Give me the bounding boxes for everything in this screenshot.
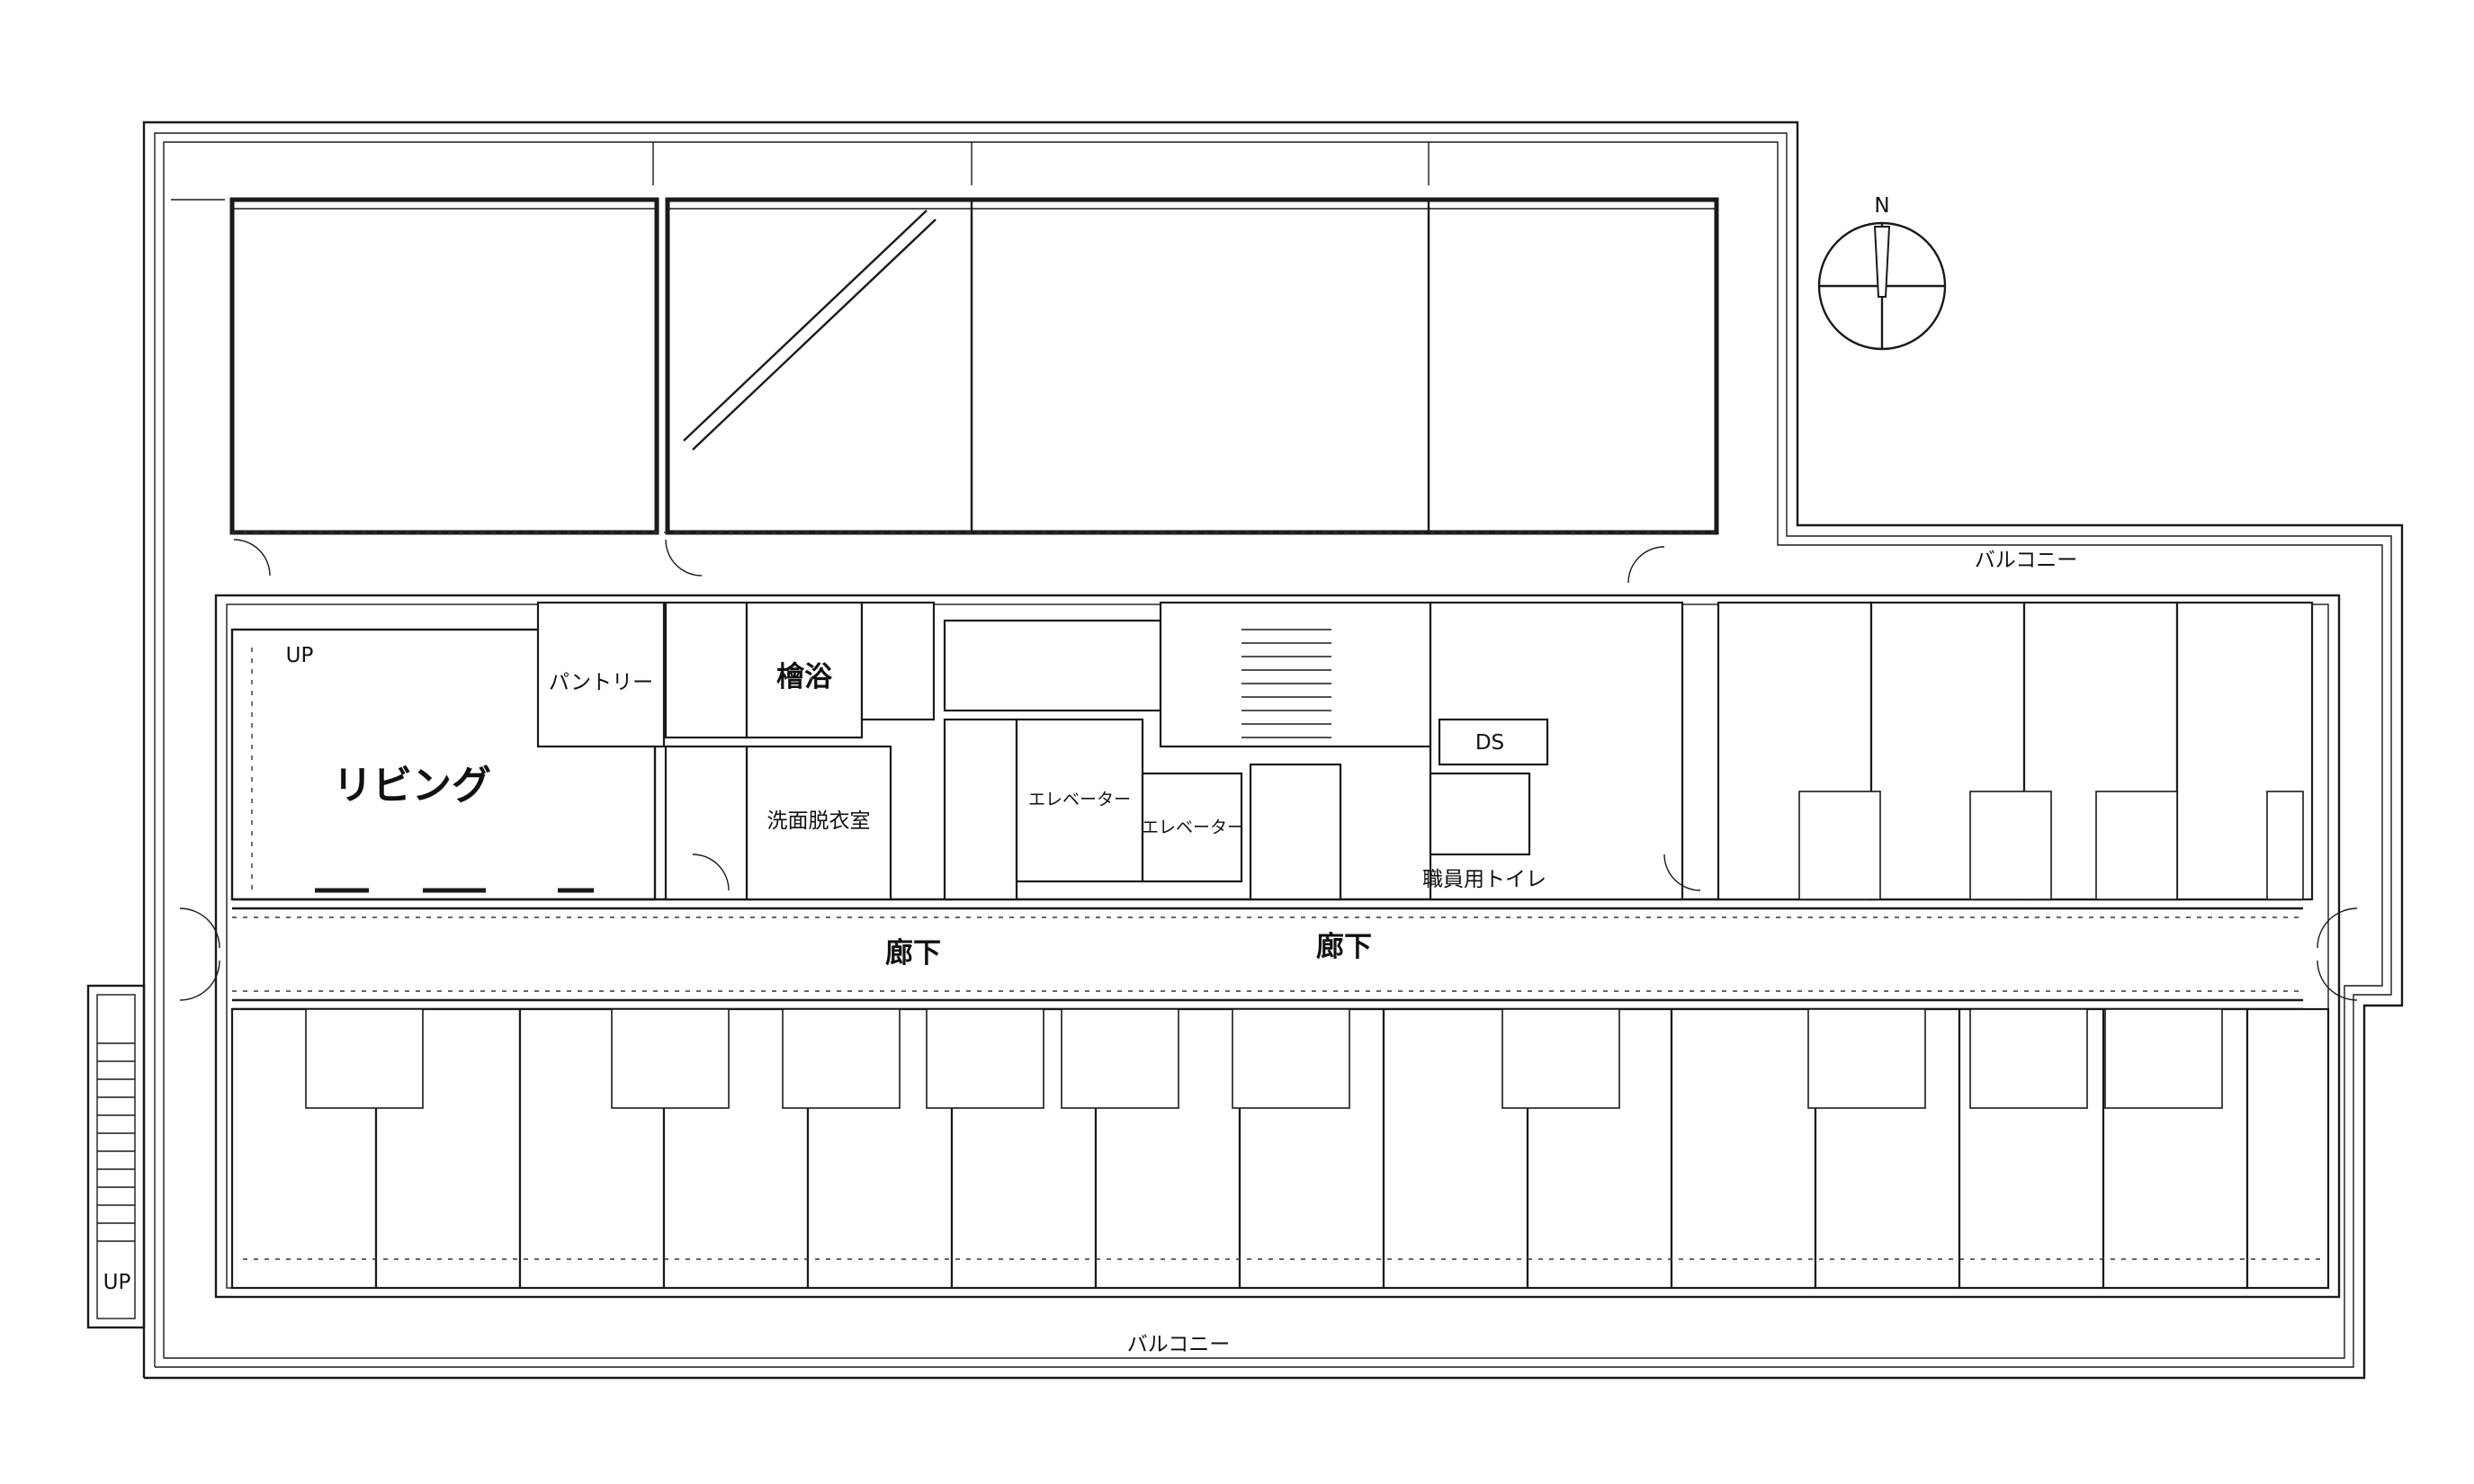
corridor-label-2: 廊下 (1316, 931, 1372, 963)
north-east-rooms (1717, 601, 2314, 901)
stair-core (1241, 629, 1331, 738)
dressing-room-label: 洗面脱衣室 (767, 809, 871, 833)
staff-toilet-label: 職員用トイレ (1422, 868, 1546, 891)
elevator-1-label: エレベーター (1028, 790, 1131, 809)
west-stair (86, 984, 146, 1329)
roof-terrace (171, 142, 1719, 535)
south-rooms (230, 1007, 2330, 1290)
balcony-north-label: バルコニー (1975, 549, 2078, 572)
ds-label: DS (1475, 731, 1504, 755)
north-compass: N (1817, 194, 1947, 351)
elevator-2-label: エレベーター (1142, 818, 1244, 837)
stair-up-label-stair: UP (103, 1271, 131, 1294)
balcony-south-label: バルコニー (1127, 1333, 1231, 1356)
stair-up-label-west: UP (286, 644, 314, 667)
north-core (230, 539, 1701, 901)
pantry-label: パントリー (549, 671, 653, 694)
living-room-label: リビング (333, 763, 491, 809)
cypress-bath-label: 檜浴 (776, 661, 833, 693)
room-labels: リビング パントリー 檜浴 洗面脱衣室 エレベーター エレベーター DS 職員用… (103, 549, 2078, 1356)
outer-envelope (142, 121, 2404, 1380)
compass-north-label: N (1874, 194, 1889, 218)
corridor-label-1: 廊下 (885, 937, 941, 970)
